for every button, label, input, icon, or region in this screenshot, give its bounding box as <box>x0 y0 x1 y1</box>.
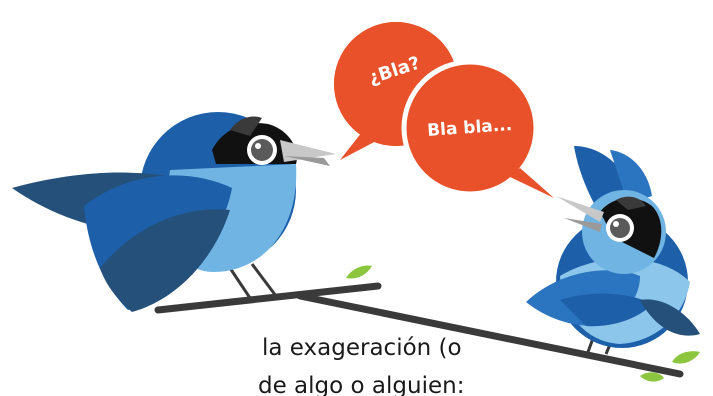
branch <box>154 282 684 378</box>
right-bird <box>526 146 700 355</box>
caption-line-1: la exageración (o <box>262 335 462 361</box>
caption-line-2: de algo o alguien: <box>258 373 465 396</box>
speech-bubble-second <box>401 59 554 198</box>
left-bird <box>12 112 336 312</box>
caption-text: la exageración (o de algo o alguien: <box>0 330 713 396</box>
leaves <box>346 265 700 382</box>
